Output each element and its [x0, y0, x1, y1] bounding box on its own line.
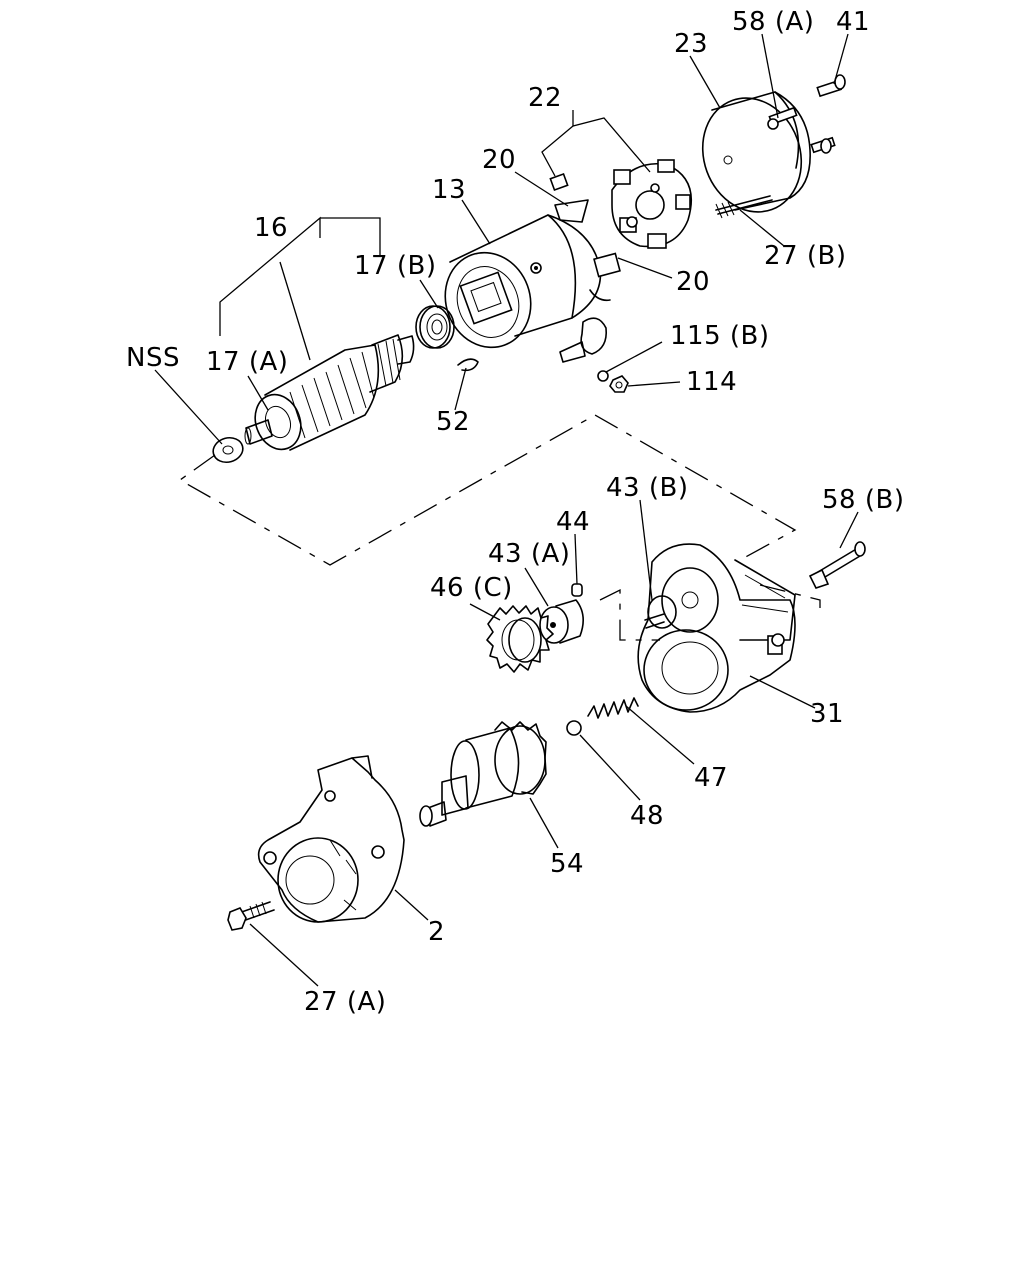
part-2-front-housing: [257, 755, 405, 923]
label-27a: 27 (A): [304, 987, 386, 1017]
label-58a: 58 (A): [732, 7, 814, 37]
label-20-lower: 20: [676, 267, 710, 297]
part-54-pinion: [419, 721, 547, 827]
label-115b: 115 (B): [670, 321, 770, 351]
part-114-nut: [609, 375, 629, 393]
label-16: 16: [254, 213, 288, 243]
label-22: 22: [528, 83, 562, 113]
part-27b-through-bolt: [715, 195, 773, 219]
part-23-cover: [701, 91, 811, 213]
part-31-housing: [637, 543, 796, 713]
label-58b: 58 (B): [822, 485, 904, 515]
label-54: 54: [550, 849, 584, 879]
part-13-yoke: [444, 214, 621, 349]
label-41: 41: [836, 7, 870, 37]
part-16-armature: [244, 334, 415, 451]
part-20-brush-upper: [549, 172, 589, 223]
part-22-brush-holder: [611, 159, 692, 249]
label-44: 44: [556, 507, 590, 537]
label-23: 23: [674, 29, 708, 59]
part-labels: 58 (A) 41 23 22 20 13 27 (B) 20 16 17 (B…: [126, 7, 904, 1017]
part-17b-bearing: [415, 305, 455, 349]
part-52-retainer: [457, 358, 479, 372]
part-44-pin: [571, 583, 583, 597]
label-17b: 17 (B): [354, 251, 436, 281]
label-48: 48: [630, 801, 664, 831]
label-52: 52: [436, 407, 470, 437]
label-31: 31: [810, 699, 844, 729]
label-114: 114: [686, 367, 737, 397]
part-20-terminal: [559, 317, 608, 363]
label-43a: 43 (A): [488, 539, 570, 569]
label-27b: 27 (B): [764, 241, 846, 271]
label-43b: 43 (B): [606, 473, 688, 503]
label-13: 13: [432, 175, 466, 205]
part-27a-bolt: [227, 901, 275, 931]
label-46c: 46 (C): [430, 573, 513, 603]
label-nss: NSS: [126, 343, 180, 373]
label-20-upper: 20: [482, 145, 516, 175]
part-48-ball: [566, 720, 582, 736]
label-47: 47: [694, 763, 728, 793]
part-43b-shaft: [644, 595, 677, 629]
part-46c-gear: [486, 605, 554, 673]
part-47-spring: [587, 697, 639, 719]
leader-lines: [154, 33, 859, 987]
label-17a: 17 (A): [206, 347, 288, 377]
part-nss-washer: [212, 436, 244, 464]
label-2: 2: [428, 917, 445, 947]
part-41-screw: [810, 74, 846, 154]
part-58b-lead: [808, 541, 866, 589]
part-43a-holder: [539, 599, 584, 644]
part-115b-washer: [597, 370, 609, 382]
